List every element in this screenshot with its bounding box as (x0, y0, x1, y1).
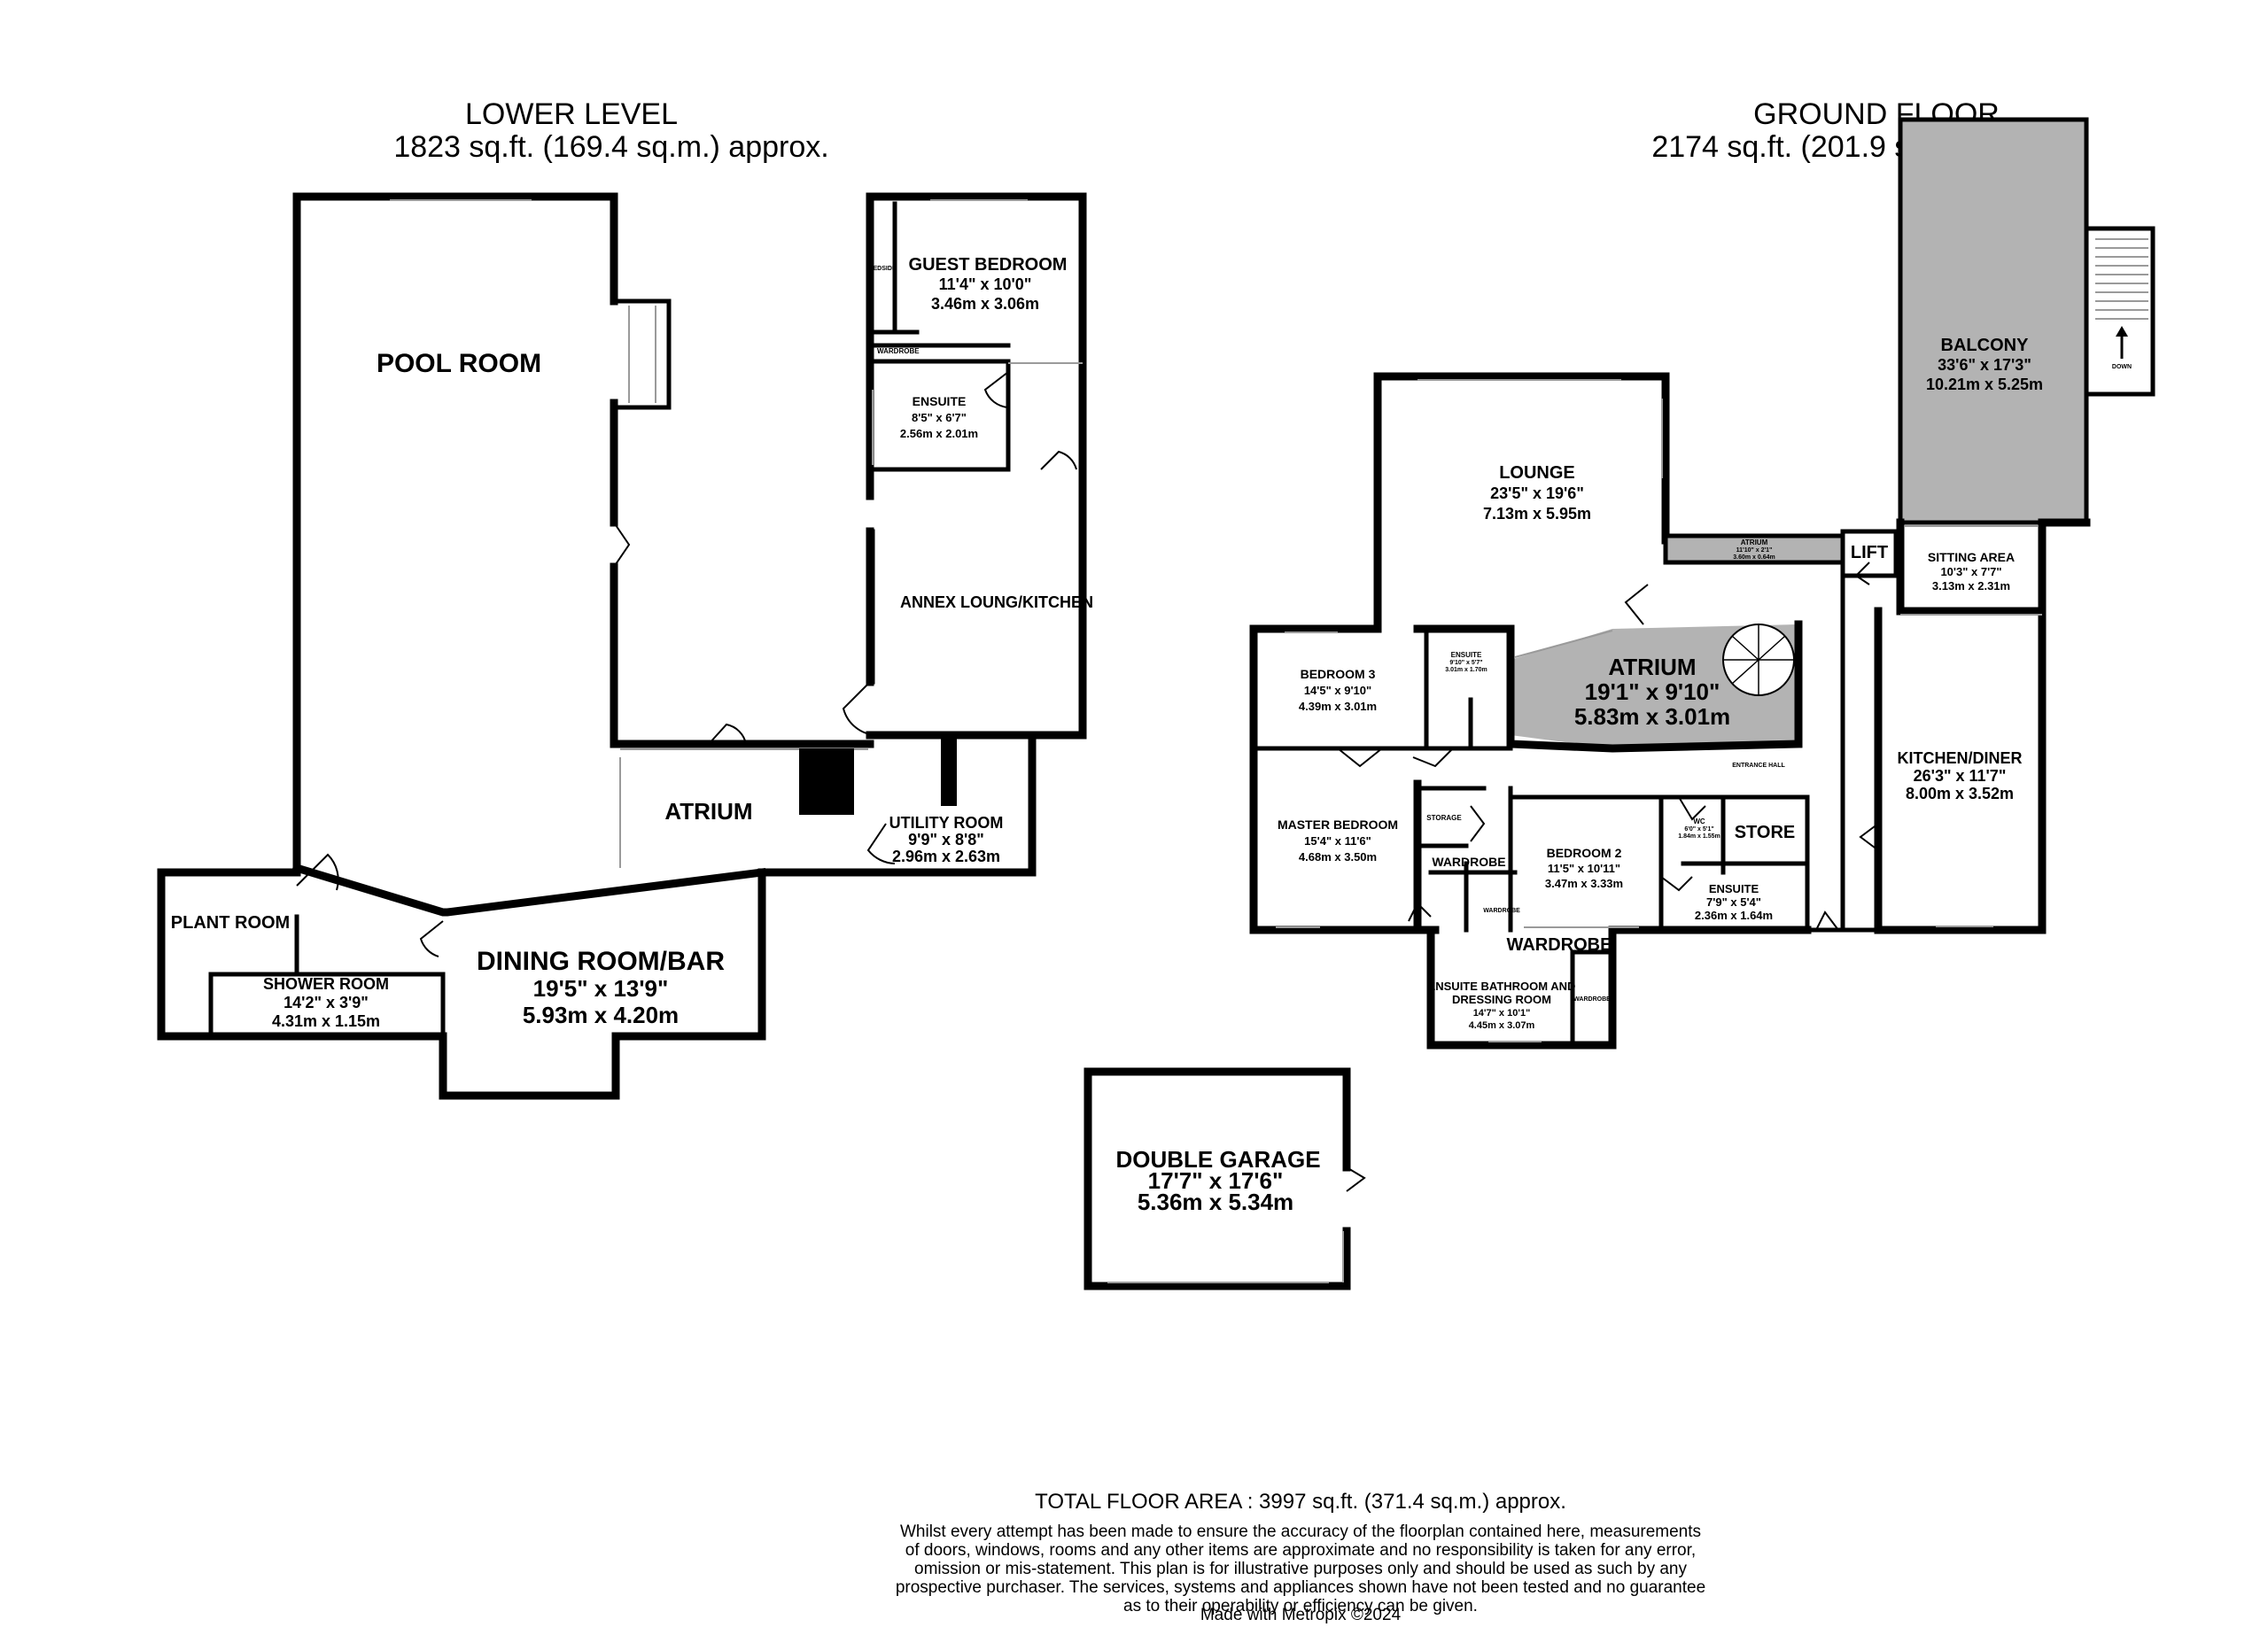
ensuite-b2-label: ENSUITE (1709, 882, 1759, 895)
disclaimer-line-1: Whilst every attempt has been made to en… (900, 1522, 1701, 1541)
ensuite-b3-dim-m: 3.01m x 1.70m (1445, 667, 1487, 673)
lower-level-title: LOWER LEVEL (465, 97, 678, 131)
storage-label: STORAGE (1426, 814, 1462, 822)
lower-level-area: 1823 sq.ft. (169.4 sq.m.) approx. (393, 130, 828, 164)
lounge-dim-m: 7.13m x 5.95m (1483, 505, 1591, 523)
credit: Made with Metropix ©2024 (1200, 1606, 1402, 1624)
main-atrium-label: ATRIUM (1608, 654, 1696, 680)
wc-dim-ft: 6'0" x 5'1" (1684, 826, 1713, 833)
b2-wardrobe-label: WARDROBE (1507, 935, 1612, 955)
sitting-area-label: SITTING AREA (1928, 550, 2015, 564)
balcony-label: BALCONY (1941, 336, 2030, 355)
annex-label: ANNEX LOUNG/KITCHEN (900, 593, 1093, 611)
balcony-dim-m: 10.21m x 5.25m (1926, 376, 2043, 393)
small-atrium-dim-m: 3.60m x 0.64m (1733, 554, 1775, 561)
disclaimer-line-3: omission or mis-statement. This plan is … (914, 1560, 1687, 1578)
utility-room-dim-m: 2.96m x 2.63m (892, 848, 1000, 865)
shower-room-dim-ft: 14'2" x 3'9" (284, 994, 369, 1011)
wc-dim-m: 1.84m x 1.55m (1678, 833, 1720, 840)
disclaimer-line-2: of doors, windows, rooms and any other i… (905, 1541, 1696, 1560)
bedroom3-label: BEDROOM 3 (1301, 667, 1376, 681)
kitchen-dim-ft: 26'3" x 11'7" (1914, 767, 2007, 785)
bedroom2-dim-ft: 11'5" x 10'11" (1548, 862, 1620, 875)
double-garage-plan (1084, 1067, 1366, 1290)
utility-room-label: UTILITY ROOM (889, 814, 1004, 832)
lower-ensuite-dim-m: 2.56m x 2.01m (900, 427, 978, 440)
total-floor-area: TOTAL FLOOR AREA : 3997 sq.ft. (371.4 sq… (1035, 1490, 1566, 1514)
small-wardrobe-label: WARDROBE (1483, 908, 1520, 914)
bedroom3-dim-ft: 14'5" x 9'10" (1304, 684, 1371, 697)
small-atrium-label: ATRIUM (1741, 538, 1768, 546)
kitchen-label: KITCHEN/DINER (1897, 749, 2022, 767)
ensuite-b2-dim-m: 2.36m x 1.64m (1695, 909, 1773, 922)
kitchen-dim-m: 8.00m x 3.52m (1906, 785, 2014, 802)
ensuite-b2-dim-ft: 7'9" x 5'4" (1706, 895, 1761, 909)
pool-room-label: POOL ROOM (377, 349, 541, 378)
lower-level-plan (157, 192, 1087, 1100)
plant-room-label: PLANT ROOM (171, 913, 290, 933)
disclaimer-line-4: prospective purchaser. The services, sys… (896, 1578, 1705, 1597)
guest-wardrobe-label: WARDROBE (877, 347, 920, 355)
dining-room-label: DINING ROOM/BAR (477, 947, 725, 976)
garage-dim-ft: 17'7" x 17'6" (1148, 1167, 1284, 1194)
lift-label: LIFT (1851, 543, 1888, 562)
shower-room-dim-m: 4.31m x 1.15m (272, 1012, 380, 1030)
main-atrium-dim-m: 5.83m x 3.01m (1574, 703, 1730, 730)
store-label: STORE (1735, 823, 1796, 842)
sitting-area-dim-m: 3.13m x 2.31m (1932, 579, 2010, 593)
entrance-hall-label: ENTRANCE HALL (1732, 763, 1785, 769)
shower-room-label: SHOWER ROOM (263, 975, 389, 993)
lounge-dim-ft: 23'5" x 19'6" (1490, 484, 1584, 502)
utility-room-dim-ft: 9'9" x 8'8" (908, 831, 984, 848)
lower-ensuite-label: ENSUITE (913, 394, 967, 408)
small-atrium-dim-ft: 11'10" x 2'1" (1736, 547, 1773, 554)
lower-ensuite-dim-ft: 8'5" x 6'7" (912, 411, 967, 424)
side-wardrobe-label: WARDROBE (1573, 996, 1611, 1003)
master-bedroom-dim-m: 4.68m x 3.50m (1299, 850, 1377, 864)
ground-floor-plan (1249, 117, 2155, 1050)
balcony-stairs (2095, 238, 2148, 359)
guest-bedroom-dim-ft: 11'4" x 10'0" (939, 275, 1032, 293)
garage-label: DOUBLE GARAGE (1115, 1146, 1320, 1173)
bedroom2-label: BEDROOM 2 (1547, 846, 1622, 860)
master-bedroom-dim-ft: 15'4" x 11'6" (1304, 834, 1371, 848)
main-atrium-dim-ft: 19'1" x 9'10" (1585, 678, 1720, 705)
bedroom2-dim-m: 3.47m x 3.33m (1545, 877, 1623, 890)
dining-room-dim-m: 5.93m x 4.20m (523, 1002, 679, 1028)
ensuite-bath-label-line1: ENSUITE BATHROOM AND (1428, 980, 1576, 993)
ensuite-bath-label-line2: DRESSING ROOM (1452, 993, 1551, 1006)
ensuite-b3-label: ENSUITE (1451, 651, 1482, 659)
guest-bedroom-dim-m: 3.46m x 3.06m (931, 295, 1039, 313)
garage-dim-m: 5.36m x 5.34m (1138, 1189, 1293, 1215)
guest-bedroom-label: GUEST BEDROOM (909, 255, 1068, 275)
sitting-area-dim-ft: 10'3" x 7'7" (1940, 565, 2001, 578)
disclaimer-line-5: as to their operability or efficiency ca… (1123, 1597, 1478, 1615)
ensuite-bath-dim-m: 4.45m x 3.07m (1469, 1020, 1535, 1031)
lower-atrium-label: ATRIUM (664, 798, 752, 825)
lounge-label: LOUNGE (1499, 463, 1575, 483)
guest-bedside-label: BEDSIDE (868, 266, 896, 272)
ensuite-bath-dim-ft: 14'7" x 10'1" (1473, 1008, 1531, 1019)
balcony-dim-ft: 33'6" x 17'3" (1938, 356, 2031, 374)
dining-room-dim-ft: 19'5" x 13'9" (533, 975, 669, 1002)
master-bedroom-label: MASTER BEDROOM (1278, 817, 1398, 832)
ensuite-b3-dim-ft: 9'10" x 5'7" (1449, 660, 1482, 666)
stairs-down-label: DOWN (2112, 364, 2132, 370)
bedroom3-dim-m: 4.39m x 3.01m (1299, 700, 1377, 713)
wc-label: WC (1693, 817, 1705, 825)
master-wardrobe-label: WARDROBE (1432, 855, 1505, 869)
